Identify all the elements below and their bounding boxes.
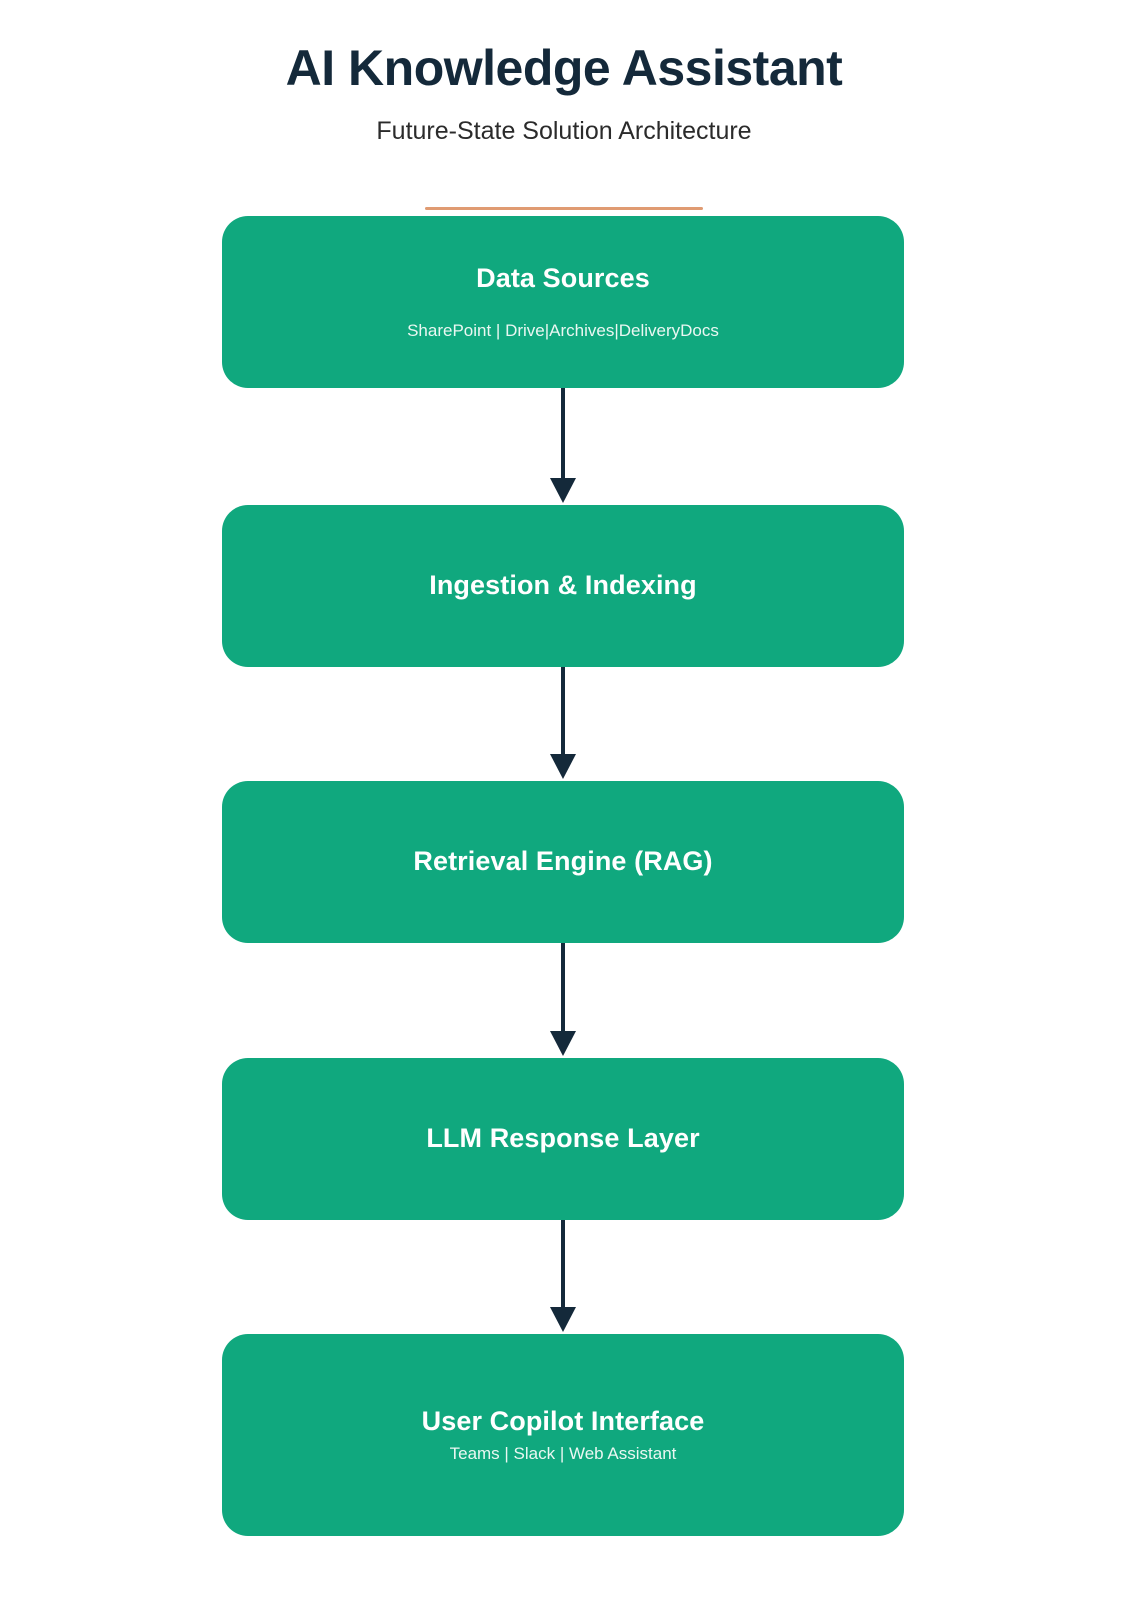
flow-node-subtitle: SharePoint | Drive|Archives|DeliveryDocs [407,320,719,340]
architecture-flow: Data Sources SharePoint | Drive|Archives… [222,216,904,1536]
flow-node-title: Ingestion & Indexing [429,570,697,601]
flow-node-llm-response-layer[interactable]: LLM Response Layer [222,1058,904,1220]
divider-container [0,207,1128,225]
flow-node-title: User Copilot Interface [421,1406,705,1437]
arrow-down-icon [550,667,576,779]
flow-node-data-sources[interactable]: Data Sources SharePoint | Drive|Archives… [222,216,904,388]
flow-node-retrieval-engine[interactable]: Retrieval Engine (RAG) [222,781,904,943]
page-title: AI Knowledge Assistant [285,40,843,96]
flow-connector-4 [222,1220,904,1334]
flow-node-title: Data Sources [476,263,650,294]
accent-divider [425,207,703,210]
arrow-down-icon [550,1220,576,1332]
header: AI Knowledge Assistant Future-State Solu… [0,0,1128,146]
flow-node-ingestion-indexing[interactable]: Ingestion & Indexing [222,505,904,667]
flow-node-title: Retrieval Engine (RAG) [413,846,713,877]
flow-node-user-copilot-interface[interactable]: User Copilot Interface Teams | Slack | W… [222,1334,904,1536]
page-subtitle: Future-State Solution Architecture [376,117,752,145]
flow-node-subtitle: Teams | Slack | Web Assistant [449,1443,677,1463]
arrow-down-icon [550,943,576,1056]
flow-connector-2 [222,667,904,781]
flow-node-title: LLM Response Layer [426,1123,700,1154]
flow-connector-3 [222,943,904,1058]
arrow-down-icon [550,388,576,503]
flow-connector-1 [222,388,904,505]
